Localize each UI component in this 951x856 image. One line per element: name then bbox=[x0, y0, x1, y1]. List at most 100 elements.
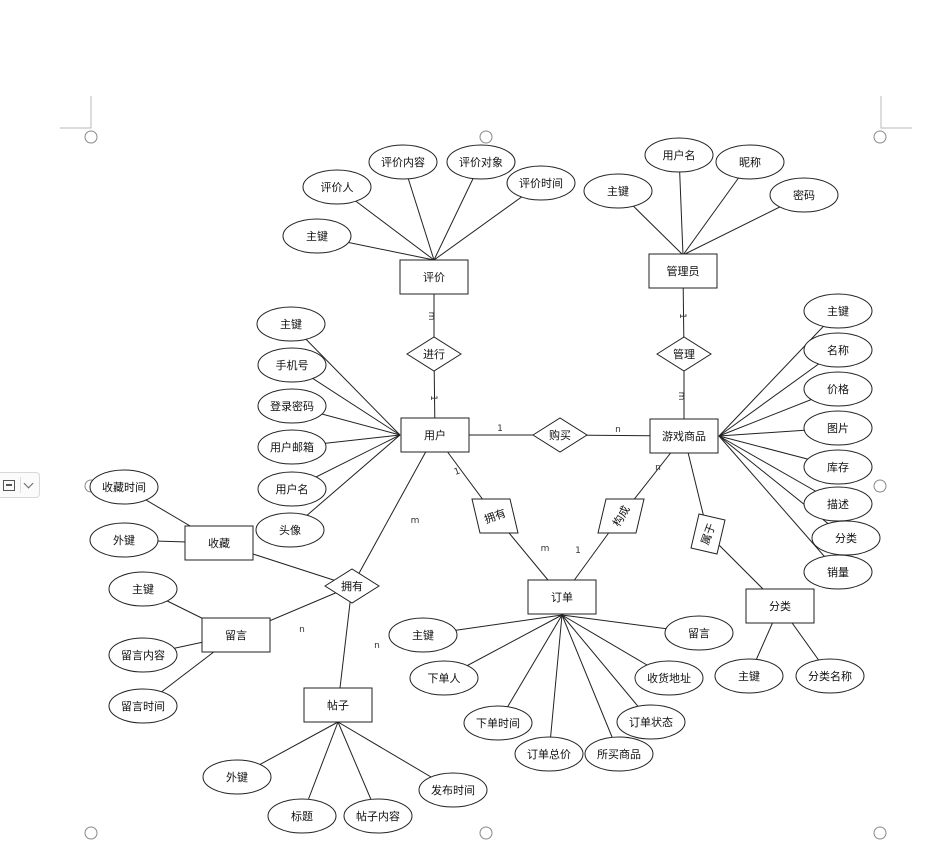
node-label: 收货地址 bbox=[647, 671, 691, 685]
node-label: 价格 bbox=[827, 382, 849, 396]
connector-line bbox=[718, 435, 847, 539]
attribute-fl_mc[interactable]: 分类名称 bbox=[795, 658, 865, 694]
relationship-jinxing[interactable]: 进行 bbox=[406, 336, 462, 372]
attribute-sc_wj[interactable]: 外键 bbox=[89, 522, 159, 558]
relationship-goucheng[interactable]: 构成 bbox=[597, 498, 645, 534]
attribute-ellipse bbox=[257, 471, 327, 507]
attribute-sp_zj[interactable]: 主键 bbox=[803, 293, 873, 329]
resize-handle[interactable] bbox=[84, 130, 98, 144]
entity-tiezi[interactable]: 帖子 bbox=[303, 687, 373, 723]
attribute-sp_ms[interactable]: 描述 bbox=[803, 486, 873, 522]
entity-youxishangpin[interactable]: 游戏商品 bbox=[649, 418, 719, 454]
attribute-ellipse bbox=[803, 449, 873, 485]
resize-handle[interactable] bbox=[479, 826, 493, 840]
node-label: 名称 bbox=[827, 343, 849, 357]
attribute-gl_mm[interactable]: 密码 bbox=[769, 177, 839, 213]
attribute-sp_mc[interactable]: 名称 bbox=[803, 332, 873, 368]
node-label: 订单总价 bbox=[527, 747, 571, 761]
attribute-yh_yx[interactable]: 用户邮箱 bbox=[257, 429, 327, 465]
attribute-yh_yhm[interactable]: 用户名 bbox=[257, 471, 327, 507]
node-label: 用户名 bbox=[276, 482, 309, 496]
attribute-pj_nr[interactable]: 评价内容 bbox=[368, 144, 438, 180]
chevron-down-icon[interactable] bbox=[23, 478, 34, 488]
resize-handle[interactable] bbox=[873, 826, 887, 840]
entity-fenlei[interactable]: 分类 bbox=[745, 588, 815, 624]
attribute-yh_sjh[interactable]: 手机号 bbox=[257, 347, 327, 383]
attribute-dd_zj[interactable]: 主键 bbox=[388, 617, 458, 653]
attribute-tz_nr[interactable]: 帖子内容 bbox=[343, 798, 413, 834]
resize-handle[interactable] bbox=[873, 130, 887, 144]
relationship-yongyou2[interactable]: 拥有 bbox=[324, 568, 380, 604]
cardinality-label: n bbox=[299, 625, 305, 635]
attribute-dd_ly[interactable]: 留言 bbox=[664, 615, 734, 651]
node-label: 所买商品 bbox=[597, 747, 641, 761]
cardinality-label: m bbox=[541, 544, 550, 554]
attribute-ellipse bbox=[89, 522, 159, 558]
attribute-tz_sj[interactable]: 发布时间 bbox=[418, 772, 488, 808]
floating-layout-toolbar[interactable] bbox=[0, 472, 40, 498]
entity-box bbox=[527, 579, 597, 615]
attribute-pj_sj[interactable]: 评价时间 bbox=[506, 165, 576, 201]
attribute-dd_xdsj[interactable]: 下单时间 bbox=[463, 705, 533, 741]
relationship-shuyu[interactable]: 属于 bbox=[690, 513, 726, 555]
relationship-diamond bbox=[656, 336, 712, 372]
attribute-ellipse bbox=[584, 736, 654, 772]
attribute-sp_xl[interactable]: 销量 bbox=[803, 554, 873, 590]
attribute-sp_fl[interactable]: 分类 bbox=[811, 520, 881, 556]
attribute-ly_sj[interactable]: 留言时间 bbox=[108, 688, 178, 724]
attribute-dd_xdr[interactable]: 下单人 bbox=[409, 660, 479, 696]
node-label: 头像 bbox=[279, 524, 301, 537]
attribute-ellipse bbox=[803, 371, 873, 407]
node-label: 拥有 bbox=[341, 579, 363, 593]
relationship-goumai[interactable]: 购买 bbox=[532, 417, 588, 453]
resize-handle[interactable] bbox=[873, 479, 887, 493]
entity-shoucang[interactable]: 收藏 bbox=[184, 525, 254, 561]
attribute-yh_dlmm[interactable]: 登录密码 bbox=[257, 388, 327, 424]
toolbar-divider bbox=[20, 477, 21, 493]
entity-dingdan[interactable]: 订单 bbox=[527, 579, 597, 615]
cardinality-label: n bbox=[374, 641, 380, 651]
attribute-sp_kc[interactable]: 库存 bbox=[803, 449, 873, 485]
node-label: 标题 bbox=[291, 809, 313, 823]
entity-pingjia[interactable]: 评价 bbox=[399, 259, 469, 295]
node-label: 留言 bbox=[225, 629, 247, 642]
node-label: 外键 bbox=[113, 533, 135, 547]
attribute-yh_zj[interactable]: 主键 bbox=[256, 306, 326, 342]
entity-guanliyuan[interactable]: 管理员 bbox=[648, 253, 718, 289]
attribute-tz_bt[interactable]: 标题 bbox=[267, 798, 337, 834]
entity-liuyan[interactable]: 留言 bbox=[201, 617, 271, 653]
attribute-gl_zj[interactable]: 主键 bbox=[583, 173, 653, 209]
attribute-gl_yhm[interactable]: 用户名 bbox=[644, 137, 714, 173]
attribute-fl_zj[interactable]: 主键 bbox=[714, 658, 784, 694]
layout-options-icon[interactable] bbox=[2, 478, 16, 492]
attribute-dd_zj2[interactable]: 订单总价 bbox=[514, 736, 584, 772]
attribute-ellipse bbox=[257, 429, 327, 465]
attribute-pj_pjr[interactable]: 评价人 bbox=[302, 169, 372, 205]
cardinality-label: 1 bbox=[497, 424, 503, 434]
margin-corner-mark bbox=[880, 96, 912, 129]
attribute-dd_sm[interactable]: 所买商品 bbox=[584, 736, 654, 772]
node-label: 评价人 bbox=[321, 181, 354, 194]
attribute-dd_zt[interactable]: 订单状态 bbox=[616, 704, 686, 740]
entity-yonghu[interactable]: 用户 bbox=[400, 417, 470, 453]
attribute-yh_tx[interactable]: 头像 bbox=[255, 512, 325, 548]
attribute-ly_nr[interactable]: 留言内容 bbox=[108, 637, 178, 673]
relationship-guanli[interactable]: 管理 bbox=[656, 336, 712, 372]
attribute-pj_zj[interactable]: 主键 bbox=[282, 218, 352, 254]
cardinality-label: n bbox=[615, 425, 621, 435]
attribute-ellipse bbox=[202, 759, 272, 795]
attribute-sp_jg[interactable]: 价格 bbox=[803, 371, 873, 407]
node-label: 分类 bbox=[769, 599, 791, 613]
relationship-yongyou1[interactable]: 拥有 bbox=[471, 498, 519, 534]
attribute-gl_nc[interactable]: 昵称 bbox=[715, 144, 785, 180]
diagram-nodes: 评价管理员用户游戏商品收藏留言订单分类帖子进行管理购买拥有构成属于拥有评价人评价… bbox=[89, 137, 881, 834]
attribute-pj_dx[interactable]: 评价对象 bbox=[446, 144, 516, 180]
attribute-sp_tp[interactable]: 图片 bbox=[803, 410, 873, 446]
attribute-sc_sj[interactable]: 收藏时间 bbox=[89, 469, 159, 505]
attribute-tz_wj[interactable]: 外键 bbox=[202, 759, 272, 795]
attribute-ly_zj[interactable]: 主键 bbox=[108, 571, 178, 607]
attribute-ellipse bbox=[267, 798, 337, 834]
resize-handle[interactable] bbox=[479, 130, 493, 144]
attribute-dd_dz[interactable]: 收货地址 bbox=[634, 660, 704, 696]
resize-handle[interactable] bbox=[84, 826, 98, 840]
